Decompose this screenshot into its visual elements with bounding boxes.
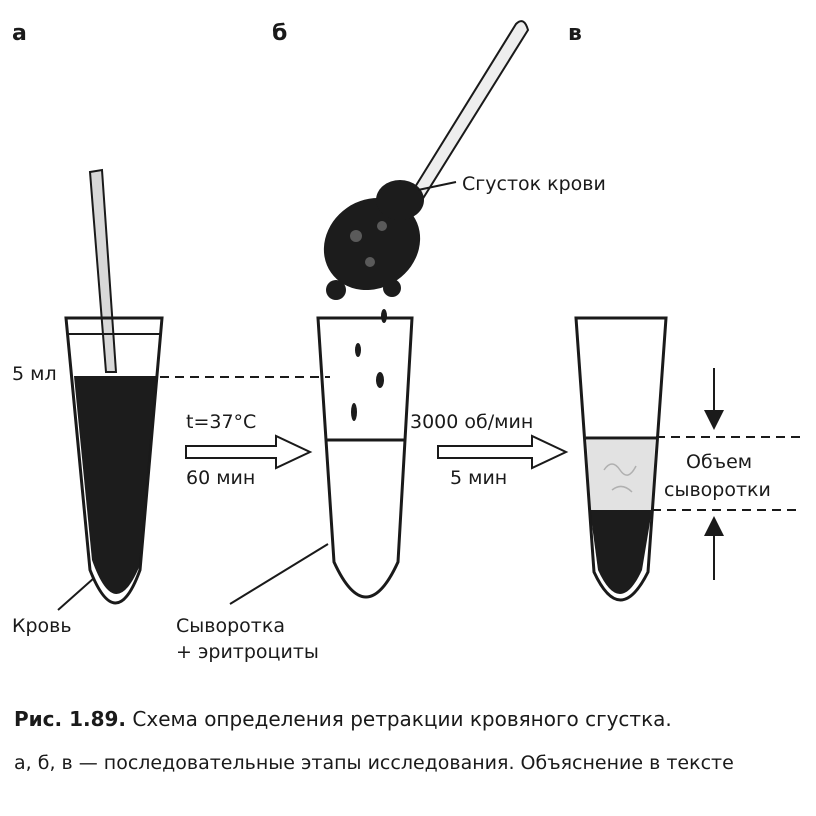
panel-label-c: в [568, 21, 582, 46]
step1-temperature-label: t=37°C [186, 411, 256, 433]
figure-caption-title: Рис. 1.89. Схема определения ретракции к… [14, 706, 804, 732]
serum-rbc-label-line1: Сыворотка [176, 615, 285, 637]
tube-a [57, 168, 164, 611]
tube-b [229, 20, 530, 605]
drops [351, 309, 387, 421]
step2-time-label: 5 мин [450, 467, 507, 489]
step2-speed-label: 3000 об/мин [410, 411, 533, 433]
blood-label: Кровь [12, 615, 72, 637]
serum-volume-label-line1: Объем [686, 451, 752, 473]
rbc-sediment [590, 510, 652, 594]
serum-volume-label-line2: сыворотки [664, 479, 771, 501]
retraction-diagram: а б в 5 мл Кровь t=37°C 60 мин [12, 20, 800, 663]
tube-c [574, 316, 668, 602]
arrow-step-2 [437, 434, 569, 470]
figure-number: Рис. 1.89. [14, 707, 127, 731]
arrow-step-1 [185, 434, 313, 470]
serum-rbc-label-line2: + эритроциты [176, 641, 319, 663]
volume-mark-label: 5 мл [12, 363, 57, 385]
serum-fill [587, 440, 655, 510]
step1-time-label: 60 мин [186, 467, 255, 489]
tube-outline [316, 316, 414, 599]
figure-title: Схема определения ретракции кровяного сг… [132, 707, 672, 731]
clot-label: Сгусток крови [462, 173, 606, 195]
blood-clot [323, 180, 424, 300]
figure-caption-description: а, б, в — последовательные этапы исследо… [14, 752, 734, 774]
tube-outline [64, 316, 164, 605]
tube-outline [574, 316, 668, 602]
panel-label-a: а [12, 21, 27, 46]
blood-fill [74, 376, 158, 594]
panel-label-b: б [272, 21, 287, 46]
glass-stick [88, 168, 118, 373]
glass-stick [410, 20, 530, 202]
